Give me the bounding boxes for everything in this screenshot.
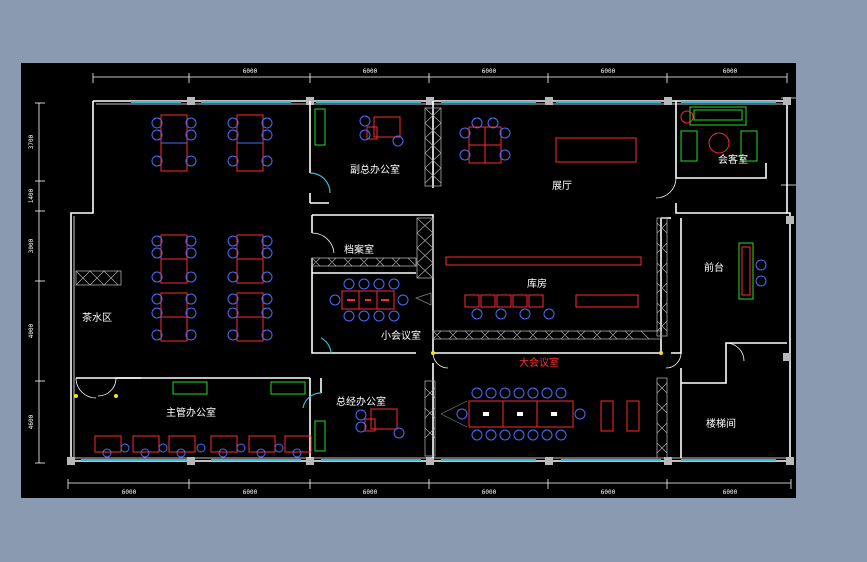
label-hall: 展厅 (552, 180, 572, 192)
large-meeting-room-furniture (440, 387, 640, 441)
label-tea-area: 茶水区 (82, 311, 112, 324)
interior-walls (76, 101, 787, 458)
doors (74, 172, 745, 409)
dim-bottom-4: 6000 (482, 489, 497, 496)
hall-furniture (459, 117, 637, 164)
dim-bottom-5: 6000 (601, 489, 616, 496)
dim-bottom-6: 6000 (723, 489, 738, 496)
label-front-desk: 前台 (704, 261, 724, 274)
windows (81, 101, 776, 461)
dim-left-4: 4000 (28, 323, 35, 338)
label-gm-office: 总经办公室 (336, 395, 386, 408)
dim-left-2: 1400 (28, 188, 35, 203)
reception-room-furniture (680, 106, 758, 162)
dim-top-4: 6000 (601, 68, 616, 75)
supervisor-office-furniture (94, 381, 312, 458)
dim-left-3: 3000 (28, 238, 35, 253)
office-floor-plan: 6000 6000 6000 6000 6000 6000 6000 6000 … (28, 68, 796, 496)
label-large-meeting-room: 大会议室 (519, 356, 559, 369)
dim-bottom-2: 6000 (243, 489, 258, 496)
partition-hatching (75, 107, 668, 459)
label-supervisor-office: 主管办公室 (166, 406, 216, 419)
dimension-labels: 6000 6000 6000 6000 6000 6000 6000 6000 … (28, 68, 738, 496)
vice-gm-office-furniture (314, 108, 404, 147)
label-stairwell: 楼梯间 (706, 417, 736, 430)
small-meeting-room-furniture (329, 278, 432, 322)
dim-top-5: 6000 (723, 68, 738, 75)
dim-top-3: 6000 (482, 68, 497, 75)
front-desk-furniture (738, 242, 767, 300)
dim-bottom-3: 6000 (363, 489, 378, 496)
dim-left-1: 3700 (28, 134, 35, 149)
workstation-cluster-top-left (151, 114, 273, 172)
label-vice-gm-office: 副总办公室 (350, 163, 400, 176)
dim-bottom-1: 6000 (122, 489, 137, 496)
warehouse-furniture (445, 256, 642, 320)
workstation-cluster-middle (151, 234, 273, 342)
dim-left-5: 4600 (28, 414, 35, 429)
cad-drawing-canvas: 6000 6000 6000 6000 6000 6000 6000 6000 … (21, 63, 796, 498)
dim-top-1: 6000 (243, 68, 258, 75)
structural-columns (67, 97, 794, 465)
room-labels: 副总办公室 展厅 会客室 档案室 库房 前台 茶水区 小会议室 主管办公室 总经… (82, 153, 748, 430)
label-archive-room: 档案室 (344, 243, 374, 256)
outer-walls (70, 100, 791, 462)
dimension-lines (35, 73, 796, 489)
gm-office-furniture (314, 408, 405, 452)
label-small-meeting-room: 小会议室 (381, 329, 421, 342)
label-warehouse: 库房 (527, 277, 547, 290)
dim-top-2: 6000 (363, 68, 378, 75)
label-reception-room: 会客室 (718, 153, 748, 166)
